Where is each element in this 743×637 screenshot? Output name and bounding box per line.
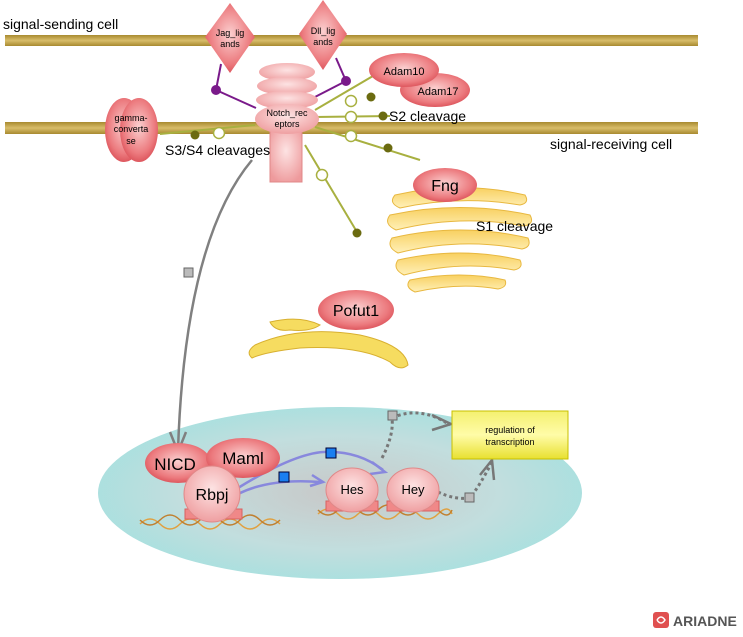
adam10-node[interactable]: Adam10	[369, 53, 439, 87]
s1-cleavage-label: S1 cleavage	[476, 218, 553, 234]
gamma-convertase-node[interactable]: gamma- converta se	[105, 98, 158, 162]
svg-text:Dll_lig: Dll_lig	[311, 26, 336, 36]
svg-text:Hes: Hes	[340, 482, 364, 497]
edges	[159, 57, 496, 503]
sending-cell-label: signal-sending cell	[3, 16, 118, 32]
process-node	[183, 267, 194, 278]
process-node	[278, 471, 290, 483]
process-node	[325, 447, 337, 459]
svg-text:ands: ands	[220, 39, 240, 49]
svg-text:Maml: Maml	[222, 449, 264, 468]
svg-text:ARIADNE: ARIADNE	[673, 613, 737, 629]
svg-text:Adam17: Adam17	[418, 86, 459, 98]
nicd-translocation-edge	[176, 159, 253, 451]
s2-cleavage-label: S2 cleavage	[389, 108, 466, 124]
ariadne-logo: ARIADNE	[653, 612, 737, 629]
svg-text:converta: converta	[114, 124, 149, 134]
svg-text:transcription: transcription	[485, 437, 534, 447]
regulation-of-transcription-node[interactable]: regulation of transcription	[451, 410, 569, 460]
binding-dot	[211, 85, 221, 95]
process-node	[387, 410, 398, 421]
receiving-membrane	[5, 122, 698, 134]
sending-membrane	[5, 35, 698, 46]
svg-text:gamma-: gamma-	[114, 113, 147, 123]
process-node	[464, 492, 475, 503]
svg-text:Fng: Fng	[431, 178, 459, 195]
svg-text:Notch_rec: Notch_rec	[266, 108, 308, 118]
hes-node[interactable]: Hes	[325, 467, 379, 513]
dll-ligands-node[interactable]: Dll_lig ands	[299, 0, 347, 70]
svg-text:se: se	[126, 136, 136, 146]
svg-text:ands: ands	[313, 37, 333, 47]
svg-text:NICD: NICD	[154, 455, 196, 474]
jag-ligands-node[interactable]: Jag_lig ands	[205, 3, 255, 73]
notch-receptors-node[interactable]: Notch_rec eptors	[255, 63, 319, 183]
fng-node[interactable]: Fng	[413, 168, 477, 202]
svg-text:Hey: Hey	[401, 482, 425, 497]
s3s4-cleavage-label: S3/S4 cleavages	[165, 142, 270, 158]
svg-text:regulation of: regulation of	[485, 425, 535, 435]
pofut1-node[interactable]: Pofut1	[318, 290, 394, 330]
svg-text:Pofut1: Pofut1	[333, 303, 379, 320]
binding-dot	[341, 76, 351, 86]
er-icon	[248, 318, 409, 369]
svg-text:Rbpj: Rbpj	[196, 487, 229, 504]
svg-text:Adam10: Adam10	[384, 66, 425, 78]
svg-text:Jag_lig: Jag_lig	[216, 28, 245, 38]
golgi-icon	[387, 187, 532, 293]
receiving-cell-label: signal-receiving cell	[550, 136, 672, 152]
hey-node[interactable]: Hey	[386, 467, 440, 513]
rbpj-node[interactable]: Rbpj	[183, 465, 243, 523]
maml-node[interactable]: Maml	[206, 438, 280, 478]
svg-text:eptors: eptors	[274, 119, 300, 129]
